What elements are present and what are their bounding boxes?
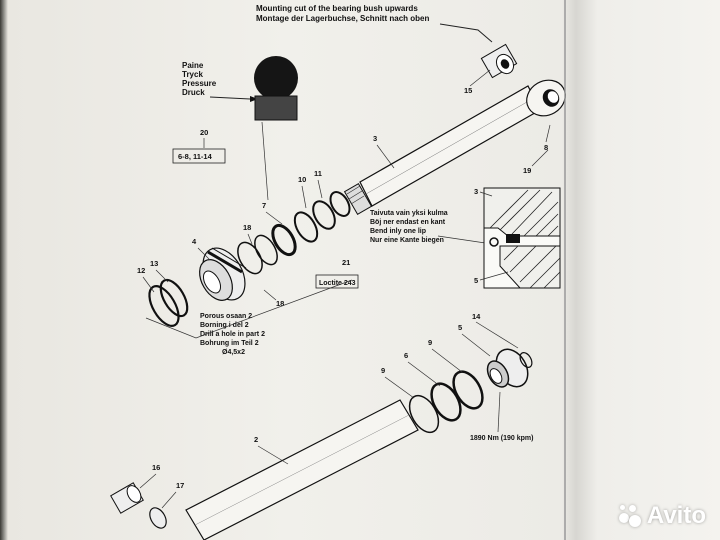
part-21: 21 — [342, 258, 350, 267]
part-3: 3 — [373, 134, 377, 143]
pressure-label-1: Paine — [182, 61, 204, 70]
pressure-callout: Paine Tryck Pressure Druck — [182, 56, 298, 201]
svg-text:Ø4,5x2: Ø4,5x2 — [222, 349, 245, 356]
part-15: 15 — [464, 86, 472, 95]
ring-17 — [149, 507, 167, 529]
lip-note-2: Böj ner endast en kant — [370, 219, 446, 226]
detail-part-3: 3 — [474, 187, 478, 196]
part-12: 12 — [137, 266, 145, 275]
torque-label: 1890 Nm (190 kpm) — [470, 435, 533, 442]
svg-text:Porous osaan 2: Porous osaan 2 — [200, 313, 252, 320]
part-13: 13 — [150, 259, 158, 268]
lower-seal-stack — [408, 348, 533, 434]
part-10: 10 — [298, 175, 306, 184]
ring-13 — [159, 278, 189, 318]
pressure-ball — [254, 56, 298, 100]
pressure-label-2: Tryck — [182, 70, 203, 79]
detail-part-5: 5 — [474, 276, 478, 285]
pressure-label-4: Druck — [182, 88, 205, 97]
loctite-label: Loctite 243 — [319, 280, 356, 287]
bush-16 — [110, 482, 144, 514]
reference-box: 20 6-8, 11-14 — [172, 128, 226, 164]
piston-rod — [343, 79, 566, 215]
svg-text:Drill a hole in part 2: Drill a hole in part 2 — [200, 331, 265, 338]
part-8: 8 — [544, 143, 548, 152]
part-14: 14 — [472, 312, 481, 321]
drill-note: Porous osaan 2 Borning i del 2 Drill a h… — [200, 313, 265, 356]
ring-12 — [148, 285, 180, 327]
avito-wordmark: Avito — [646, 502, 706, 529]
lip-note-3: Bend inly one lip — [370, 228, 426, 235]
pressure-block — [254, 95, 298, 121]
avito-watermark: Avito — [617, 502, 706, 530]
bearing-bush — [480, 43, 518, 79]
lip-detail: Taivuta vain yksi kulma Böj ner endast e… — [370, 187, 561, 289]
part-6: 6 — [404, 351, 408, 360]
part-7: 7 — [262, 201, 266, 210]
part-2: 2 — [254, 435, 258, 444]
lip-note-1: Taivuta vain yksi kulma — [370, 210, 448, 217]
svg-text:Borning i del 2: Borning i del 2 — [200, 322, 249, 329]
part-16: 16 — [152, 463, 160, 472]
ref-number: 20 — [200, 128, 208, 137]
header-leader — [439, 23, 493, 43]
header-note-line1: Mounting cut of the bearing bush upwards — [256, 4, 418, 13]
ref-text: 6-8, 11-14 — [178, 152, 213, 161]
header-note-line2: Montage der Lagerbuchse, Schnitt nach ob… — [256, 14, 429, 23]
cylinder-barrel — [185, 399, 419, 540]
part-18-upper: 18 — [243, 223, 251, 232]
avito-logo-icon — [617, 503, 643, 529]
part-11: 11 — [314, 169, 322, 178]
part-9-lower: 9 — [381, 366, 385, 375]
section-outline — [145, 279, 353, 339]
part-17: 17 — [176, 481, 184, 490]
part-4: 4 — [192, 237, 197, 246]
seal-rings-upper — [237, 191, 351, 275]
part-5-lower: 5 — [458, 323, 462, 332]
piston — [199, 247, 247, 301]
part-18-lower: 18 — [276, 299, 284, 308]
lip-note-4: Nur eine Kante biegen — [370, 237, 444, 244]
part-19: 19 — [523, 166, 531, 175]
pressure-label-3: Pressure — [182, 79, 217, 88]
part-9-upper: 9 — [428, 338, 432, 347]
svg-text:Bohrung im Teil 2: Bohrung im Teil 2 — [200, 340, 259, 347]
